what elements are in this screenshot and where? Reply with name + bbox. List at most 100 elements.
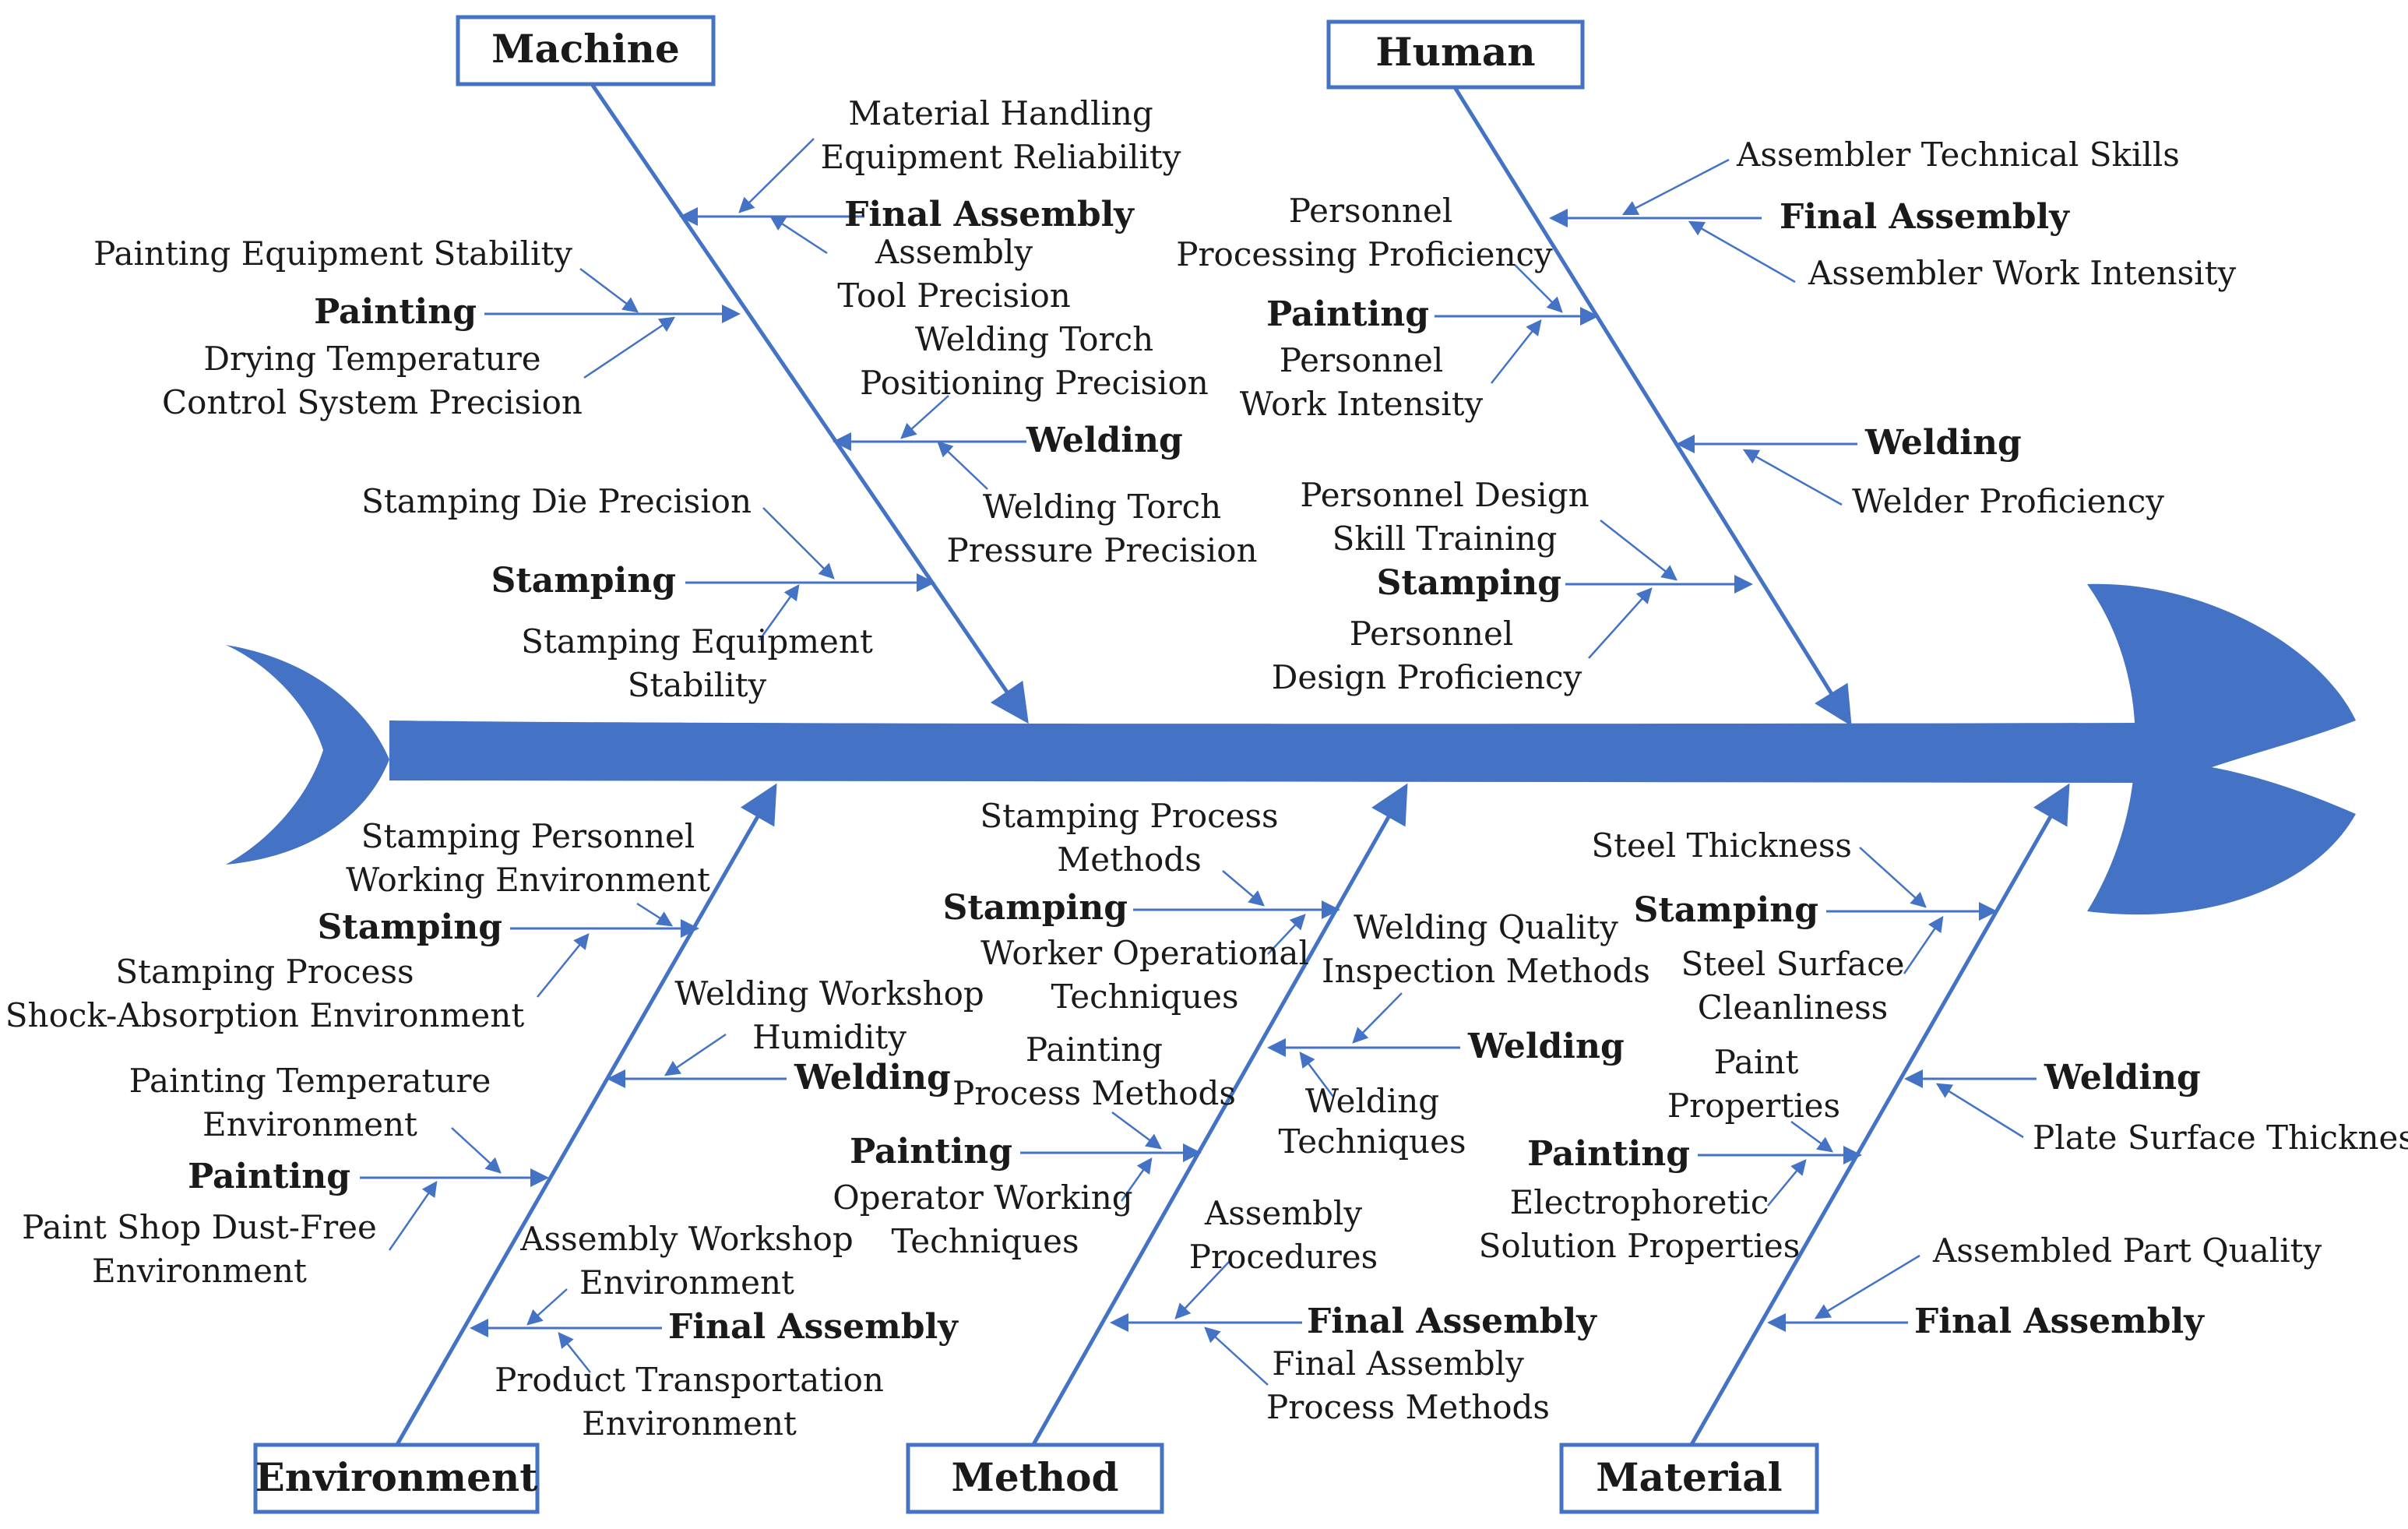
environment-stamping-cause: Stamping Process <box>115 953 414 991</box>
human-final-assembly-cause: Assembler Technical Skills <box>1736 136 2180 174</box>
machine-welding-cause: Welding Torch <box>915 320 1153 358</box>
environment-stamping-cause: Stamping Personnel <box>361 817 695 855</box>
method-stamping-cause: Stamping Process <box>980 797 1278 835</box>
environment-final-assembly-cause: Environment <box>579 1263 794 1302</box>
material-welding-cause: Plate Surface Thickness <box>2033 1119 2408 1157</box>
material-final-assembly-label: Final Assembly <box>1914 1302 2205 1341</box>
environment-painting: Painting Painting Temperature Environmen… <box>22 1062 549 1290</box>
material-painting-cause: Electrophoretic <box>1510 1183 1769 1221</box>
material-painting-cause: Solution Properties <box>1479 1227 1801 1265</box>
machine-stamping-cause: Stamping Equipment <box>521 622 873 661</box>
method-stamping-cause: Techniques <box>1051 978 1238 1016</box>
method-painting-cause: Techniques <box>891 1222 1079 1260</box>
machine-stamping-label: Stamping <box>491 561 676 601</box>
category-method: Method <box>906 1443 1164 1514</box>
machine-final-assembly-label: Final Assembly <box>844 195 1135 234</box>
method-welding-cause: Techniques <box>1278 1122 1466 1161</box>
method-stamping-label: Stamping <box>943 888 1128 928</box>
method-final-assembly-cause: Procedures <box>1189 1238 1378 1276</box>
environment-stamping-cause: Working Environment <box>346 861 710 899</box>
machine-final-assembly-cause: Assembly <box>875 233 1033 271</box>
environment-final-assembly-cause: Assembly Workshop <box>519 1220 853 1258</box>
category-method-label: Method <box>952 1454 1119 1500</box>
bone-method <box>1030 783 1408 1449</box>
human-painting-cause: Personnel <box>1289 192 1453 230</box>
material-stamping: Stamping Steel Thickness Steel Surface C… <box>1591 826 1998 1027</box>
environment-painting-cause: Environment <box>202 1105 417 1143</box>
human-stamping-cause: Personnel <box>1350 615 1514 653</box>
bone-human <box>1452 86 1852 727</box>
machine-final-assembly-cause: Material Handling <box>848 94 1153 132</box>
machine-welding-cause: Positioning Precision <box>860 364 1209 402</box>
method-stamping-cause: Methods <box>1057 840 1202 879</box>
human-stamping-cause: Personnel Design <box>1300 476 1589 514</box>
machine-painting-cause: Drying Temperature <box>203 340 540 378</box>
environment-painting-cause: Environment <box>92 1252 307 1290</box>
category-machine-label: Machine <box>491 26 680 72</box>
machine-welding: Welding Welding Torch Positioning Precis… <box>833 320 1258 569</box>
environment-painting-cause: Painting Temperature <box>129 1062 491 1100</box>
method-painting-cause: Process Methods <box>952 1074 1236 1112</box>
machine-final-assembly: Final Assembly Material Handling Equipme… <box>679 94 1181 315</box>
human-stamping-label: Stamping <box>1377 563 1561 603</box>
material-welding: Welding Plate Surface Thickness <box>1904 1058 2408 1157</box>
human-painting: Painting Personnel Processing Proficienc… <box>1176 192 1599 423</box>
machine-welding-cause: Pressure Precision <box>946 531 1257 569</box>
environment-final-assembly-label: Final Assembly <box>668 1307 959 1347</box>
material-stamping-label: Stamping <box>1634 890 1818 930</box>
machine-stamping-cause: Stamping Die Precision <box>361 482 752 520</box>
human-welding-label: Welding <box>1864 423 2022 463</box>
bone-machine <box>590 83 1029 724</box>
category-environment-label: Environment <box>255 1454 538 1500</box>
fish-head <box>2087 583 2356 915</box>
human-final-assembly-cause: Assembler Work Intensity <box>1808 254 2236 292</box>
environment-final-assembly-cause: Product Transportation <box>495 1361 884 1399</box>
machine-painting-cause: Painting Equipment Stability <box>93 234 572 273</box>
machine-stamping-cause: Stability <box>628 666 767 704</box>
human-stamping-cause: Design Proficiency <box>1272 658 1582 696</box>
human-stamping-cause: Skill Training <box>1332 520 1558 558</box>
environment-painting-cause: Paint Shop Dust-Free <box>22 1208 377 1246</box>
method-final-assembly-cause: Final Assembly <box>1272 1344 1524 1383</box>
material-stamping-cause: Steel Thickness <box>1591 826 1852 865</box>
material-welding-label: Welding <box>2044 1058 2201 1097</box>
human-painting-cause: Processing Proficiency <box>1176 235 1553 273</box>
material-stamping-cause: Steel Surface <box>1681 945 1904 983</box>
material-stamping-cause: Cleanliness <box>1698 988 1888 1027</box>
environment-final-assembly-cause: Environment <box>582 1404 797 1443</box>
method-welding-label: Welding <box>1467 1027 1625 1066</box>
machine-painting-label: Painting <box>314 292 477 332</box>
method-welding-cause: Welding Quality <box>1354 908 1618 946</box>
environment-welding: Welding Welding Workshop Humidity <box>607 974 984 1097</box>
environment-final-assembly: Final Assembly Assembly Workshop Environ… <box>470 1220 959 1443</box>
method-painting-cause: Painting <box>1026 1030 1163 1069</box>
category-material: Material <box>1559 1443 1819 1514</box>
human-painting-cause: Work Intensity <box>1240 385 1484 423</box>
category-human: Human <box>1326 19 1585 90</box>
environment-welding-cause: Welding Workshop <box>674 974 984 1013</box>
machine-welding-label: Welding <box>1026 421 1183 460</box>
material-final-assembly: Final Assembly Assembled Part Quality <box>1767 1231 2322 1341</box>
environment-stamping-cause: Shock-Absorption Environment <box>5 996 525 1034</box>
fish-spine <box>389 720 2142 783</box>
human-welding-cause: Welder Proficiency <box>1852 482 2164 520</box>
machine-final-assembly-cause: Tool Precision <box>837 277 1071 315</box>
environment-painting-label: Painting <box>188 1157 350 1196</box>
method-welding-cause: Inspection Methods <box>1322 952 1650 990</box>
machine-painting-cause: Control System Precision <box>162 383 583 421</box>
machine-welding-cause: Welding Torch <box>983 488 1221 526</box>
method-final-assembly-cause: Process Methods <box>1266 1388 1550 1426</box>
material-final-assembly-cause: Assembled Part Quality <box>1932 1231 2322 1270</box>
human-painting-cause: Personnel <box>1280 341 1444 379</box>
material-painting-cause: Paint <box>1714 1043 1799 1081</box>
environment-stamping: Stamping Stamping Personnel Working Envi… <box>5 817 710 1034</box>
category-environment: Environment <box>253 1443 540 1514</box>
category-human-label: Human <box>1375 29 1535 75</box>
human-stamping: Stamping Personnel Design Skill Training… <box>1272 476 1753 696</box>
bone-material <box>1688 783 2070 1449</box>
method-stamping: Stamping Stamping Process Methods Worker… <box>943 797 1340 1016</box>
method-painting-cause: Operator Working <box>833 1178 1132 1217</box>
fish-tail <box>226 645 389 865</box>
